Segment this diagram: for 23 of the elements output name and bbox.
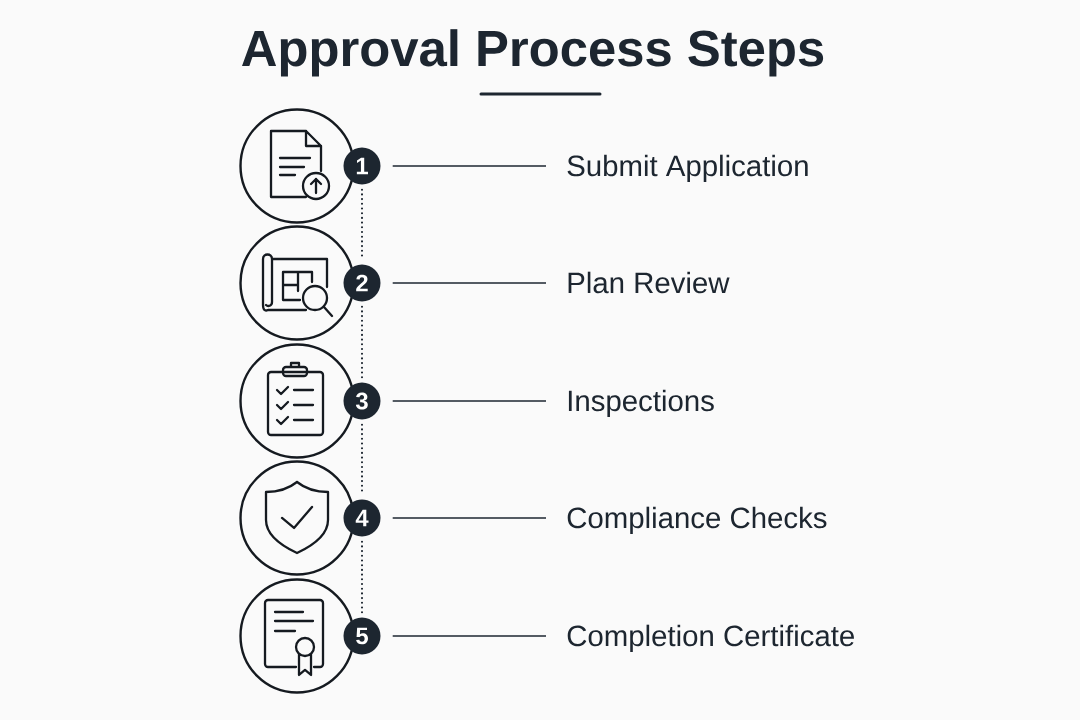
connector-line (391, 165, 547, 167)
dotted-connector (360, 305, 364, 379)
step-label: Plan Review (568, 271, 730, 294)
step-label: Compliance Checks (567, 506, 827, 535)
icon-circle (239, 108, 355, 224)
step-number-badge: 4 (343, 499, 381, 537)
connector-line (391, 282, 547, 284)
step-number-badge: 5 (343, 617, 381, 655)
connector-line (391, 635, 547, 637)
connector-line (391, 517, 547, 519)
icon-circle (239, 343, 355, 459)
icon-circle (239, 578, 355, 694)
step-label: Inspections (568, 389, 714, 418)
step-number-badge: 1 (343, 147, 381, 185)
icon-circle (239, 225, 355, 341)
step-number-badge: 3 (343, 382, 381, 420)
title: Approval Process Steps (242, 29, 824, 77)
connector-line (391, 400, 547, 402)
step-number-badge: 2 (343, 264, 381, 302)
icon-circle (239, 460, 355, 576)
step-label: Completion Certificate (567, 624, 854, 653)
step-label: Submit Application (567, 154, 808, 183)
dotted-connector (360, 540, 364, 614)
